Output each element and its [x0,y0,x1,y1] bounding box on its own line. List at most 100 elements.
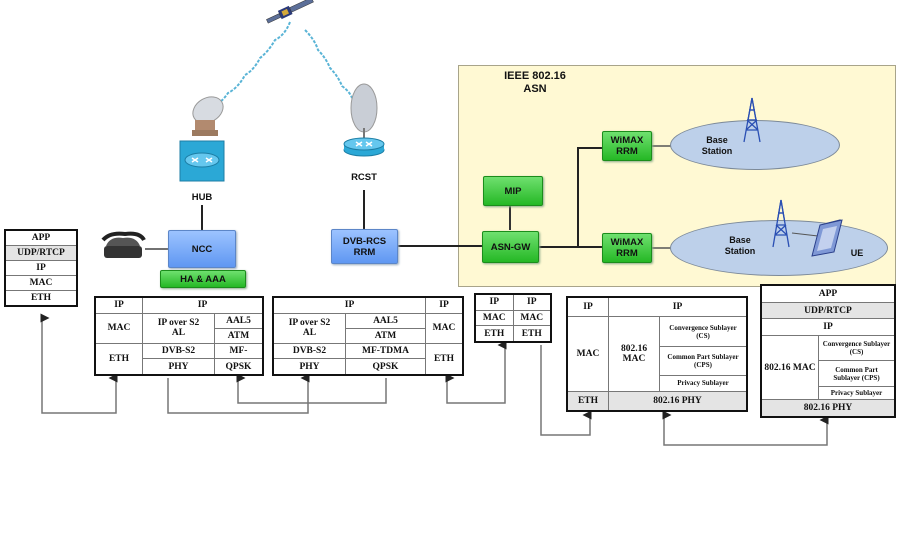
stack-cell: Privacy Sublayer [818,385,896,401]
stack-cell: MAC [512,309,552,327]
stack-cell: ETH [94,343,143,376]
stack-cell-text: AL [171,328,186,339]
terminal-protocol-stack: APP UDP/RTCP IP MAC ETH [4,229,78,307]
stack-link-rcst-gw [445,340,507,404]
stack-cell: IP [474,293,514,311]
rcst-label: RCST [351,172,377,183]
stack-cell: IP [566,296,609,318]
stack-cell: ETH [566,390,609,412]
base-station-bottom-label: Base Station [716,235,764,257]
link-asngw-wimax-top [577,147,602,247]
stack-link-hub-rcst [167,373,310,414]
stack-cell: PHY [142,358,215,376]
wimax-rrm-bottom-line1: WiMAX [610,237,644,248]
satellite-dish-icon [192,96,224,136]
hub-label: HUB [191,192,213,203]
stack-cell-text: IP over S2 [157,318,200,329]
stack-cell: ATM [344,327,427,345]
dvb-rcs-rrm-node[interactable]: DVB-RCS RRM [331,229,398,264]
dvb-rcs-rrm-line2: RRM [353,246,376,258]
stack-link-terminal-hub [40,313,118,414]
stack-cell: IP [608,296,748,318]
stack-cell: Convergence Sublayer (CS) [659,316,748,347]
stack-cell: MF- [213,343,264,360]
stack-cell: 802.16 PHY [760,399,896,418]
ha-aaa-label: HA & AAA [180,273,226,285]
stack-cell: QPSK [213,358,264,376]
stack-cell: AAL5 [213,312,264,329]
asn-title-line2: ASN [523,83,547,95]
wimax-rrm-top-line2: RRM [616,146,638,157]
ue-protocol-stack: APP UDP/RTCP IP 802.16 MAC Convergence S… [760,284,896,418]
ha-aaa-node[interactable]: HA & AAA [160,270,246,288]
stack-cell: IP [142,296,264,314]
stack-cell: MAC [94,312,143,345]
stack-cell: IP [4,260,78,276]
stack-cell: Privacy Sublayer [659,375,748,392]
ue-label: UE [850,248,864,258]
wimax-rrm-top-line1: WiMAX [610,135,644,146]
asn-title-line1: IEEE 802.16 [504,70,566,82]
base-station-top-line2: Station [701,146,733,156]
stack-cell: Common Part Sublayer (CPS) [818,360,896,387]
stack-cell: 802.16 MAC [608,316,660,392]
mip-node[interactable]: MIP [483,176,543,206]
stack-cell: ETH [425,343,464,376]
stack-cell: AAL5 [344,312,427,329]
stack-cell: MAC [425,312,464,345]
stack-cell-text: AL [302,328,317,339]
stack-cell: 802.16 MAC [760,334,819,401]
stack-link-bs-ue [662,410,829,446]
stack-cell: Convergence Sublayer (CS) [818,334,896,362]
stack-cell: MAC [566,316,609,392]
stack-cell: ETH [474,325,514,343]
stack-cell: ATM [213,327,264,345]
wimax-rrm-bottom-line2: RRM [616,248,638,259]
stack-cell: IP [425,296,464,314]
stack-cell: APP [760,284,896,303]
stack-link-rcst-hub [236,373,387,404]
stack-cell: DVB-S2 [142,343,215,360]
stack-cell-text: IP over S2 [288,318,331,329]
dvb-rcs-rrm-line1: DVB-RCS [342,235,387,247]
stack-cell: PHY [272,358,346,376]
router-icon [179,140,225,182]
base-station-protocol-stack: IP IP MAC 802.16 MAC Convergence Sublaye… [566,296,748,412]
mip-label: MIP [504,185,522,197]
stack-cell: UDP/RTCP [760,301,896,320]
satellite-icon [266,0,314,24]
base-station-bottom-line1: Base [729,235,751,245]
stack-cell: IP [512,293,552,311]
base-station-bottom-line2: Station [724,246,756,256]
stack-cell: IP [760,318,896,336]
stack-cell: MAC [474,309,514,327]
stack-cell: DVB-S2 [272,343,346,360]
stack-cell: APP [4,229,78,246]
stack-link-gw-bs [540,345,592,436]
stack-cell: QPSK [344,358,427,376]
stack-cell: IP [272,296,426,314]
stack-cell: UDP/RTCP [4,245,78,261]
telephone-icon [101,231,146,258]
ncc-node[interactable]: NCC [168,230,236,268]
stack-cell: Common Part Sublayer (CPS) [659,345,748,377]
satellite-link-rcst [304,29,353,99]
stack-cell: 802.16 PHY [608,390,748,412]
stack-cell: ETH [4,290,78,307]
wimax-rrm-bottom-node[interactable]: WiMAX RRM [602,233,652,263]
asn-gw-node[interactable]: ASN-GW [482,231,539,263]
asn-gw-label: ASN-GW [490,241,531,253]
satellite-dish-icon [350,83,378,140]
stack-cell: MF-TDMA [344,343,427,360]
ncc-label: NCC [191,243,213,255]
base-station-top-label: Base Station [693,135,741,157]
stack-cell: ETH [512,325,552,343]
router-icon [343,137,385,157]
wimax-rrm-top-node[interactable]: WiMAX RRM [602,131,652,161]
